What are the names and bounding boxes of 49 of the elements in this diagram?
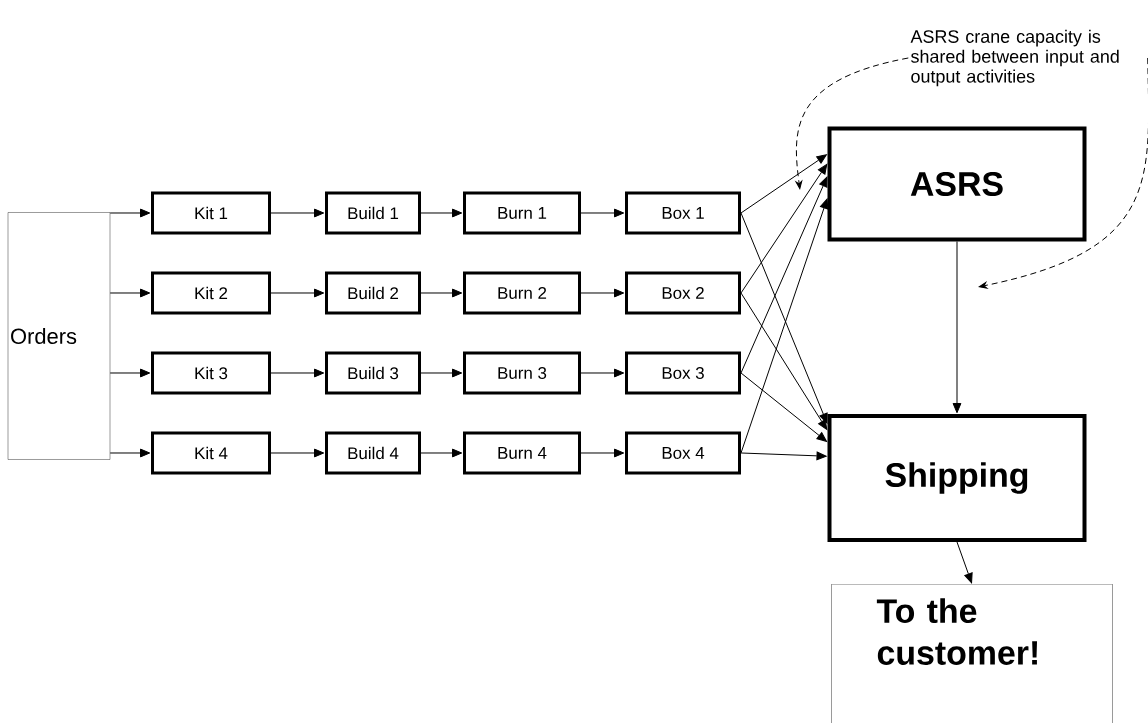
annotation-text: ASRS crane capacity is shared between input and output activities [910, 29, 1119, 87]
process-box: Kit 2 [151, 271, 271, 315]
process-box: Box 1 [625, 191, 741, 235]
process-box: Kit 3 [151, 351, 271, 395]
process-box: Kit 4 [151, 431, 271, 475]
process-box: ASRS [827, 126, 1087, 242]
arrow [420, 208, 463, 218]
arrow [580, 368, 625, 378]
leader-line [795, 57, 909, 190]
arrow [420, 368, 463, 378]
orders-box: Orders [7, 212, 111, 460]
process-box: Box 3 [625, 351, 741, 395]
arrow [580, 448, 625, 458]
process-box: Kit 1 [151, 191, 271, 235]
arrow [420, 288, 463, 298]
arrow [420, 448, 463, 458]
process-box: Burn 1 [463, 191, 581, 235]
process-box: Burn 3 [463, 351, 581, 395]
destination-box: To the customer! [831, 584, 1113, 723]
arrow [109, 288, 151, 298]
process-box: Build 4 [325, 431, 421, 475]
process-box: Box 2 [625, 271, 741, 315]
process-box: Build 2 [325, 271, 421, 315]
process-box: Build 3 [325, 351, 421, 395]
arrow [740, 176, 828, 374]
arrow [109, 448, 151, 458]
process-box: Shipping [827, 414, 1087, 542]
arrow [270, 208, 325, 218]
process-box: Burn 4 [463, 431, 581, 475]
arrow [270, 448, 325, 458]
arrow [952, 241, 962, 414]
arrow [740, 451, 827, 461]
process-box: Burn 2 [463, 271, 581, 315]
process-box: Box 4 [625, 431, 741, 475]
arrow [270, 288, 325, 298]
process-box: Build 1 [325, 191, 421, 235]
arrow [109, 368, 151, 378]
arrow [956, 541, 973, 584]
leader-line [978, 57, 1148, 289]
arrow [740, 163, 828, 294]
arrow [740, 154, 827, 214]
arrow [109, 208, 151, 218]
arrow [740, 212, 828, 424]
arrow [580, 288, 625, 298]
arrow [580, 208, 625, 218]
arrow [740, 198, 829, 454]
arrow [270, 368, 325, 378]
arrow [740, 372, 827, 442]
arrow [740, 292, 828, 430]
